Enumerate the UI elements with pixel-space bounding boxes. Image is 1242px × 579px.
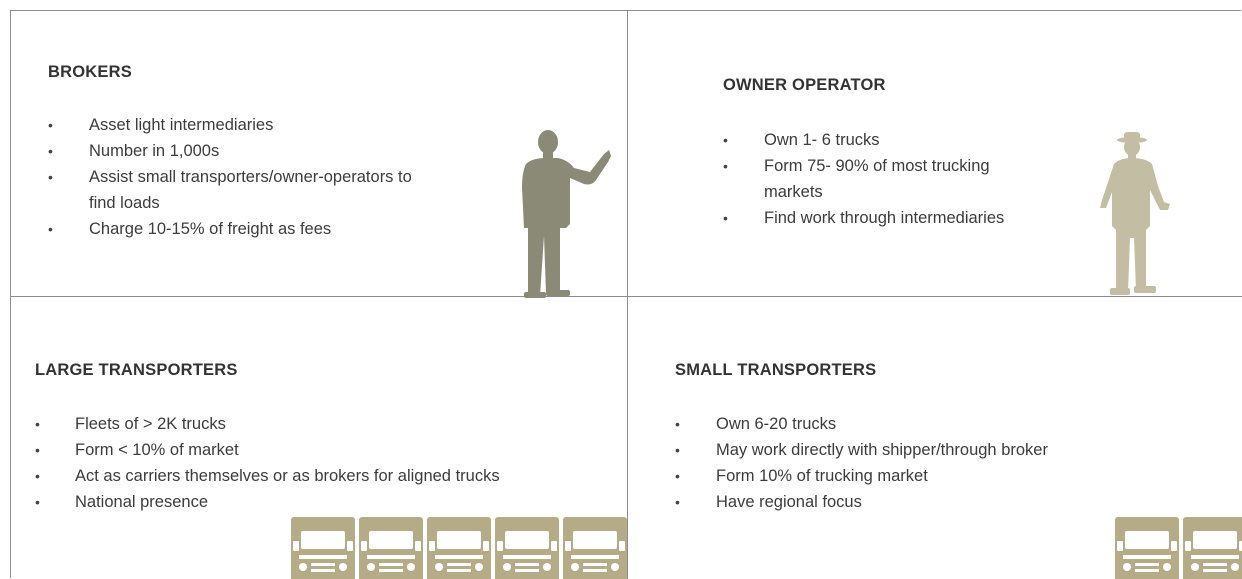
large-transporters-bullet: • National presence — [35, 489, 500, 515]
small-transporters-title: SMALL TRANSPORTERS — [675, 361, 877, 379]
brokers-bullet: • Charge 10-15% of freight as fees — [48, 216, 412, 242]
person-pointing-icon — [522, 130, 611, 298]
bullet-text: Assist small transporters/owner-operator… — [89, 168, 412, 186]
bullet-text: Act as carriers themselves or as brokers… — [75, 467, 500, 485]
truck-icon — [359, 517, 423, 579]
owner-operator-bullet-continuation: markets — [723, 179, 1004, 205]
owner-operator-bullet: • Form 75- 90% of most trucking — [723, 153, 1004, 179]
large-transporters-bullets: • Fleets of > 2K trucks • Form < 10% of ma… — [35, 411, 500, 515]
small-transporters-bullets: • Own 6-20 trucks • May work directly with… — [675, 411, 1048, 515]
bullet-dot: • — [675, 494, 680, 510]
bullet-dot: • — [48, 117, 53, 133]
bullet-dot: • — [35, 468, 40, 484]
truck-icon — [1183, 517, 1242, 579]
large-transporters-bullet: • Fleets of > 2K trucks — [35, 411, 500, 437]
bullet-text: Asset light intermediaries — [89, 116, 274, 134]
bullet-text: Form 10% of trucking market — [716, 467, 928, 485]
truck-icon — [495, 517, 559, 579]
bullet-dot: • — [35, 442, 40, 458]
large-transporters-bullet: • Act as carriers themselves or as broker… — [35, 463, 500, 489]
owner-operator-title: OWNER OPERATOR — [723, 76, 886, 94]
brokers-bullet: • Assist small transporters/owner-operato… — [48, 164, 412, 190]
small-transporters-truck-row — [1115, 517, 1242, 579]
bullet-text: Own 1- 6 trucks — [764, 131, 880, 149]
brokers-title: BROKERS — [48, 63, 132, 81]
bullet-text: Find work through intermediaries — [764, 209, 1005, 227]
bullet-text: Number in 1,000s — [89, 142, 220, 160]
brokers-bullet: • Asset light intermediaries — [48, 112, 412, 138]
bullet-dot: • — [675, 468, 680, 484]
small-transporters-bullet: • May work directly with shipper/through … — [675, 437, 1048, 463]
small-transporters-bullet: • Form 10% of trucking market — [675, 463, 1048, 489]
truck-icon — [1115, 517, 1179, 579]
bullet-dot: • — [48, 143, 53, 159]
bullet-dot: • — [35, 494, 40, 510]
owner-operator-bullet: • Own 1- 6 trucks — [723, 127, 1004, 153]
brokers-bullet-continuation: find loads — [48, 190, 412, 216]
horizontal-divider — [10, 296, 1242, 297]
bullet-text: markets — [764, 183, 823, 201]
quadrant-frame — [10, 10, 1241, 578]
bullet-text: find loads — [89, 194, 160, 212]
bullet-dot: • — [48, 169, 53, 185]
bullet-text: May work directly with shipper/through b… — [716, 441, 1048, 459]
owner-operator-bullet: • Find work through intermediaries — [723, 205, 1004, 231]
bullet-dot: • — [675, 442, 680, 458]
bullet-dot: • — [723, 210, 728, 226]
person-with-hat-icon — [1100, 132, 1170, 295]
bullet-text: Form < 10% of market — [75, 441, 239, 459]
bullet-dot: • — [723, 158, 728, 174]
large-transporters-bullet: • Form < 10% of market — [35, 437, 500, 463]
small-transporters-bullet: • Own 6-20 trucks — [675, 411, 1048, 437]
bullet-dot: • — [48, 221, 53, 237]
truck-icon — [291, 517, 355, 579]
bullet-text: Form 75- 90% of most trucking — [764, 157, 990, 175]
bullet-text: Have regional focus — [716, 493, 862, 511]
bullet-text: Own 6-20 trucks — [716, 415, 837, 433]
owner-operator-bullets: • Own 1- 6 trucks • Form 75- 90% of most t… — [723, 127, 1004, 231]
small-transporters-bullet: • Have regional focus — [675, 489, 1048, 515]
large-transporters-title: LARGE TRANSPORTERS — [35, 361, 238, 379]
brokers-bullet: • Number in 1,000s — [48, 138, 412, 164]
bullet-dot: • — [723, 132, 728, 148]
bullet-text: Charge 10-15% of freight as fees — [89, 220, 332, 238]
brokers-bullets: • Asset light intermediaries • Number in 1… — [48, 112, 412, 242]
bullet-text: Fleets of > 2K trucks — [75, 415, 226, 433]
bullet-text: National presence — [75, 493, 208, 511]
vertical-divider — [627, 10, 628, 579]
truck-icon — [563, 517, 627, 579]
bullet-dot: • — [675, 416, 680, 432]
truck-icon — [427, 517, 491, 579]
bullet-dot: • — [35, 416, 40, 432]
large-transporters-truck-row — [291, 517, 627, 579]
